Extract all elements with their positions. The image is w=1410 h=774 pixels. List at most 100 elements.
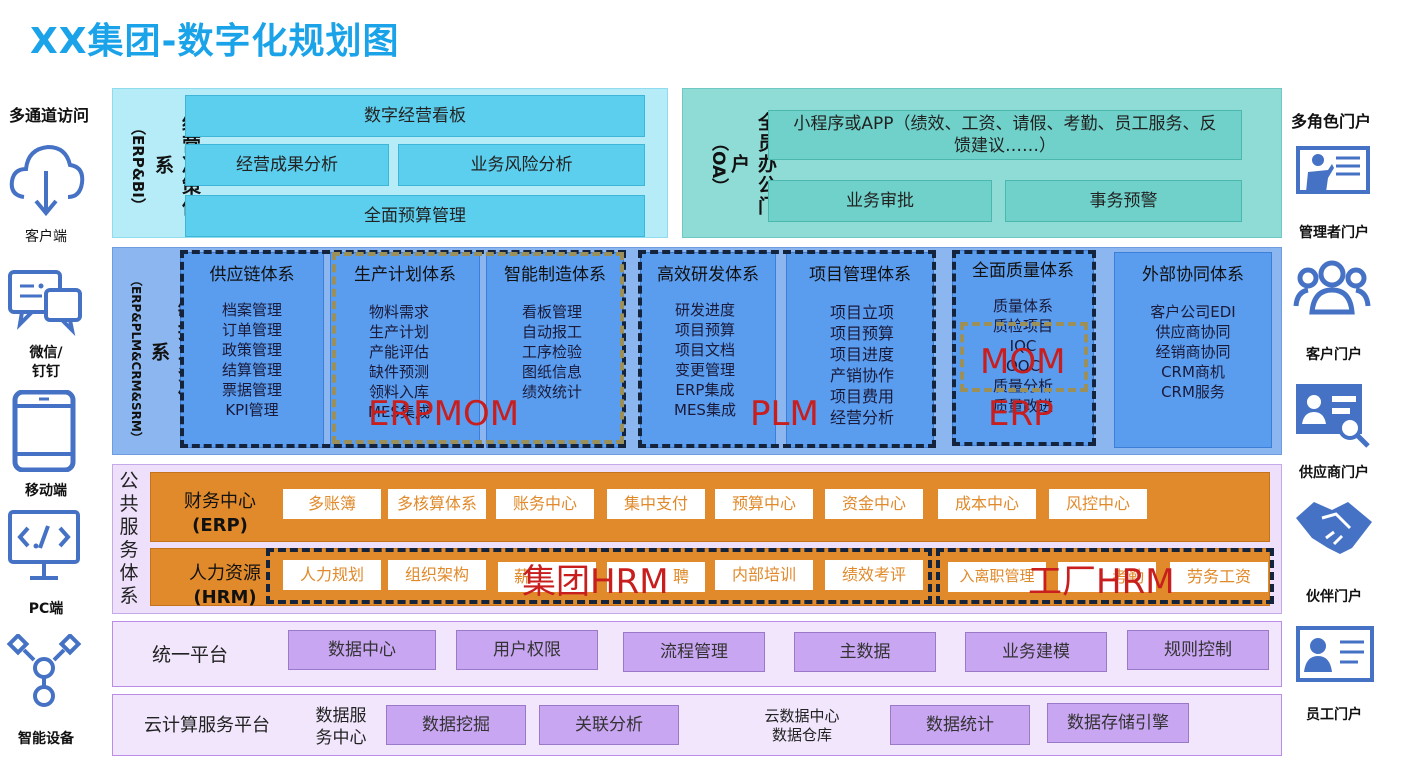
col-project-title: 项目管理体系 <box>809 265 911 285</box>
group-hrm-overlay-label: 集团HRM <box>522 562 669 602</box>
portal-manager[interactable]: 管理者门户 <box>1292 146 1376 242</box>
platform-item[interactable]: 用户权限 <box>456 630 598 670</box>
platform-item[interactable]: 流程管理 <box>623 632 765 672</box>
cloud-item[interactable]: 数据挖掘 <box>386 705 526 745</box>
hr-item[interactable]: 绩效考评 <box>825 560 923 590</box>
list-item: 项目立项 <box>829 303 894 322</box>
handshake-icon <box>1296 502 1372 554</box>
channel-mobile[interactable]: 移动端 <box>6 390 86 500</box>
col-rd-items: 研发进度 项目预算 项目文档 变更管理 ERP集成 MES集成 <box>640 300 770 420</box>
public-label: 公共服务体系 <box>119 470 139 607</box>
finance-item[interactable]: 预算中心 <box>715 489 813 519</box>
portal-employee[interactable]: 员工门户 <box>1292 624 1376 724</box>
oa-approval[interactable]: 业务审批 <box>768 180 992 222</box>
finance-item[interactable]: 多核算体系 <box>388 489 486 519</box>
list-item: 变更管理 <box>674 361 735 379</box>
platform-item[interactable]: 业务建模 <box>965 632 1107 672</box>
id-search-icon <box>1296 384 1370 448</box>
col-external-items: 客户公司EDI 供应商协同 经销商协同 CRM商机 CRM服务 <box>1114 302 1272 402</box>
list-item: 项目进度 <box>829 345 894 364</box>
col-plan[interactable] <box>330 252 480 448</box>
list-item: MES集成 <box>368 403 430 421</box>
list-item: ERP集成 <box>675 381 735 399</box>
list-item: 工序检验 <box>521 343 582 361</box>
hr-item[interactable]: 考勤 <box>1058 562 1156 592</box>
list-item: 订单管理 <box>221 321 282 339</box>
decision-dashboard[interactable]: 数字经营看板 <box>185 95 645 137</box>
cloud-warehouse: 云数据中心 数据仓库 <box>764 707 840 744</box>
list-item: 档案管理 <box>221 301 282 319</box>
hr-item[interactable]: 聘 <box>607 562 705 592</box>
list-item: 物料需求 <box>368 303 429 321</box>
cloud-item[interactable]: 关联分析 <box>539 705 679 745</box>
finance-item[interactable]: 多账簿 <box>283 489 381 519</box>
oa-alert[interactable]: 事务预警 <box>1005 180 1242 222</box>
plm-frame <box>638 250 936 448</box>
decision-budget[interactable]: 全面预算管理 <box>185 195 645 237</box>
platform-item[interactable]: 规则控制 <box>1127 630 1269 670</box>
oa-sub: （OA） <box>708 134 728 196</box>
list-item: 经销商协同 <box>1155 343 1231 361</box>
portal-customer-label: 客户门户 <box>1306 347 1362 363</box>
hr-item[interactable]: 内部培训 <box>715 560 813 590</box>
channel-device-label: 智能设备 <box>18 731 74 747</box>
col-rd-title: 高效研发体系 <box>657 265 759 285</box>
list-item: 领料入库 <box>368 383 429 401</box>
decision-result-analysis[interactable]: 经营成果分析 <box>185 144 389 186</box>
oa-miniapp[interactable]: 小程序或APP（绩效、工资、请假、考勤、员工服务、反馈建议……） <box>768 110 1242 160</box>
finance-item[interactable]: 风控中心 <box>1049 489 1147 519</box>
factory-hrm-frame <box>936 548 1274 604</box>
erp-overlay-label: ERP <box>988 394 1054 434</box>
mom-quality-frame <box>960 322 1088 392</box>
col-quality[interactable] <box>952 250 1094 446</box>
hr-item[interactable]: 入离职管理 <box>948 562 1046 592</box>
portal-partner-label: 伙伴门户 <box>1306 589 1362 605</box>
channel-device[interactable]: 智能设备 <box>6 634 86 748</box>
presenter-icon <box>1296 146 1370 194</box>
finance-item[interactable]: 资金中心 <box>825 489 923 519</box>
finance-item[interactable]: 账务中心 <box>496 489 594 519</box>
hr-item[interactable]: 薪 <box>498 562 596 592</box>
portals-heading: 多角色门户 <box>1290 112 1371 131</box>
platform-item[interactable]: 主数据 <box>794 632 936 672</box>
hr-item[interactable]: 劳务工资 <box>1170 562 1268 592</box>
decision-risk-analysis[interactable]: 业务风险分析 <box>398 144 645 186</box>
portal-employee-label: 员工门户 <box>1306 707 1362 723</box>
channel-client-label: 客户端 <box>25 229 67 245</box>
decision-sub: （ERP&BI） <box>129 119 147 213</box>
col-supply-items: 档案管理 订单管理 政策管理 结算管理 票据管理 KPI管理 <box>180 300 324 420</box>
erpmom-overlay-label: ERPMOM <box>368 394 520 434</box>
platform-item[interactable]: 数据中心 <box>288 630 436 670</box>
channels-heading: 多通道访问 <box>8 106 89 125</box>
col-external[interactable] <box>1114 252 1272 448</box>
list-item: 客户公司EDI <box>1150 303 1236 321</box>
list-item: KPI管理 <box>225 401 279 419</box>
channel-client[interactable]: 客户端 <box>6 135 86 246</box>
list-item: CRM服务 <box>1161 383 1225 401</box>
hr-item[interactable]: 人力规划 <box>283 560 381 590</box>
list-item: 质量改进 <box>992 397 1053 415</box>
platform-label: 统一平台 <box>152 644 229 666</box>
channel-pc[interactable]: PC端 <box>6 508 86 618</box>
list-item: 自动报工 <box>521 323 582 341</box>
cloud-item[interactable]: 数据统计 <box>890 705 1030 745</box>
list-item: 质量体系 <box>992 297 1053 315</box>
col-smart[interactable] <box>486 252 624 448</box>
list-item: 项目费用 <box>829 387 894 406</box>
channel-pc-label: PC端 <box>28 601 64 617</box>
cloud-item[interactable]: 数据存储引擎 <box>1047 703 1189 743</box>
col-supply[interactable] <box>180 252 324 448</box>
mom-overlay-label: MOM <box>980 342 1066 382</box>
channel-wechat[interactable]: 微信/ 钉钉 <box>6 266 86 382</box>
portal-supplier[interactable]: 供应商门户 <box>1292 380 1376 482</box>
portal-customer[interactable]: 客户门户 <box>1292 256 1376 364</box>
finance-item[interactable]: 成本中心 <box>938 489 1036 519</box>
portal-supplier-label: 供应商门户 <box>1299 465 1369 481</box>
finance-title: 财务中心 <box>184 491 256 512</box>
finance-item[interactable]: 集中支付 <box>607 489 705 519</box>
hr-item[interactable]: 组织架构 <box>388 560 486 590</box>
users-icon <box>1293 260 1371 315</box>
channel-mobile-label: 移动端 <box>25 483 67 499</box>
col-supply-title: 供应链体系 <box>209 265 295 285</box>
portal-partner[interactable]: 伙伴门户 <box>1292 488 1376 606</box>
